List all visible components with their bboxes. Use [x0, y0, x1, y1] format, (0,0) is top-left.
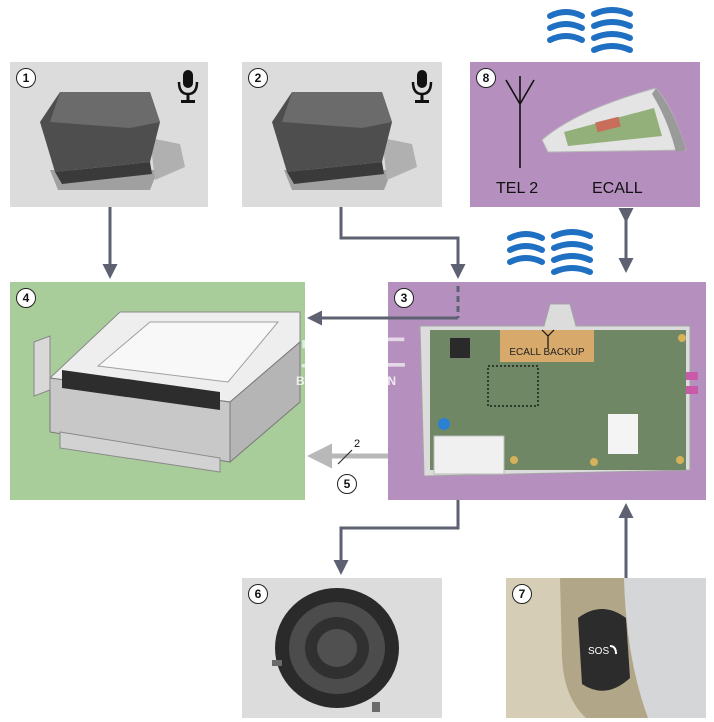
head-unit-image — [33, 311, 301, 473]
sos-button-panel: 7 SOS — [506, 578, 706, 718]
microphone-2-panel: 2 — [242, 62, 442, 207]
telematics-module-panel: 3 ECALL BACKUP — [388, 282, 706, 500]
roof-console-image — [560, 578, 706, 718]
ecall-label: ECALL — [592, 180, 643, 197]
watermark-chinese: 宝马汇 — [300, 335, 408, 373]
arrow5-count: 2 — [354, 438, 361, 450]
radio-waves-icon — [507, 229, 593, 275]
badge-6: 6 — [248, 584, 268, 604]
badge-5: 5 — [337, 474, 357, 494]
tel2-label: TEL 2 — [496, 180, 539, 197]
badge-1: 1 — [16, 68, 36, 88]
badge-2: 2 — [248, 68, 268, 88]
arrow-module-to-speaker — [333, 500, 460, 575]
antenna-panel: 8 TEL 2 ECALL — [470, 62, 700, 207]
watermark-latin: BMWCHE.CN — [296, 374, 399, 388]
microphone-module-image — [272, 92, 417, 190]
sos-label: SOS — [588, 646, 610, 657]
badge-8: 8 — [476, 68, 496, 88]
arrow-mic2-to-module — [339, 207, 466, 279]
badge-7: 7 — [512, 584, 532, 604]
antenna-symbol-icon — [541, 329, 555, 348]
head-unit-panel: 4 — [10, 282, 305, 500]
radio-waves-icon — [547, 7, 633, 53]
microphone-icon — [411, 70, 433, 103]
telephone-antenna-icon — [505, 76, 535, 168]
shark-fin-antenna-image — [541, 87, 687, 153]
badge-4: 4 — [16, 288, 36, 308]
sos-button[interactable]: SOS — [588, 644, 618, 662]
microphone-1-panel: 1 — [10, 62, 208, 207]
arrow5-tick — [337, 449, 353, 465]
phone-icon — [609, 645, 617, 655]
microphone-icon — [177, 70, 199, 103]
loudspeaker-image — [272, 588, 399, 712]
badge-3: 3 — [394, 288, 414, 308]
loudspeaker-panel: 6 — [242, 578, 442, 718]
microphone-module-image — [40, 92, 185, 190]
